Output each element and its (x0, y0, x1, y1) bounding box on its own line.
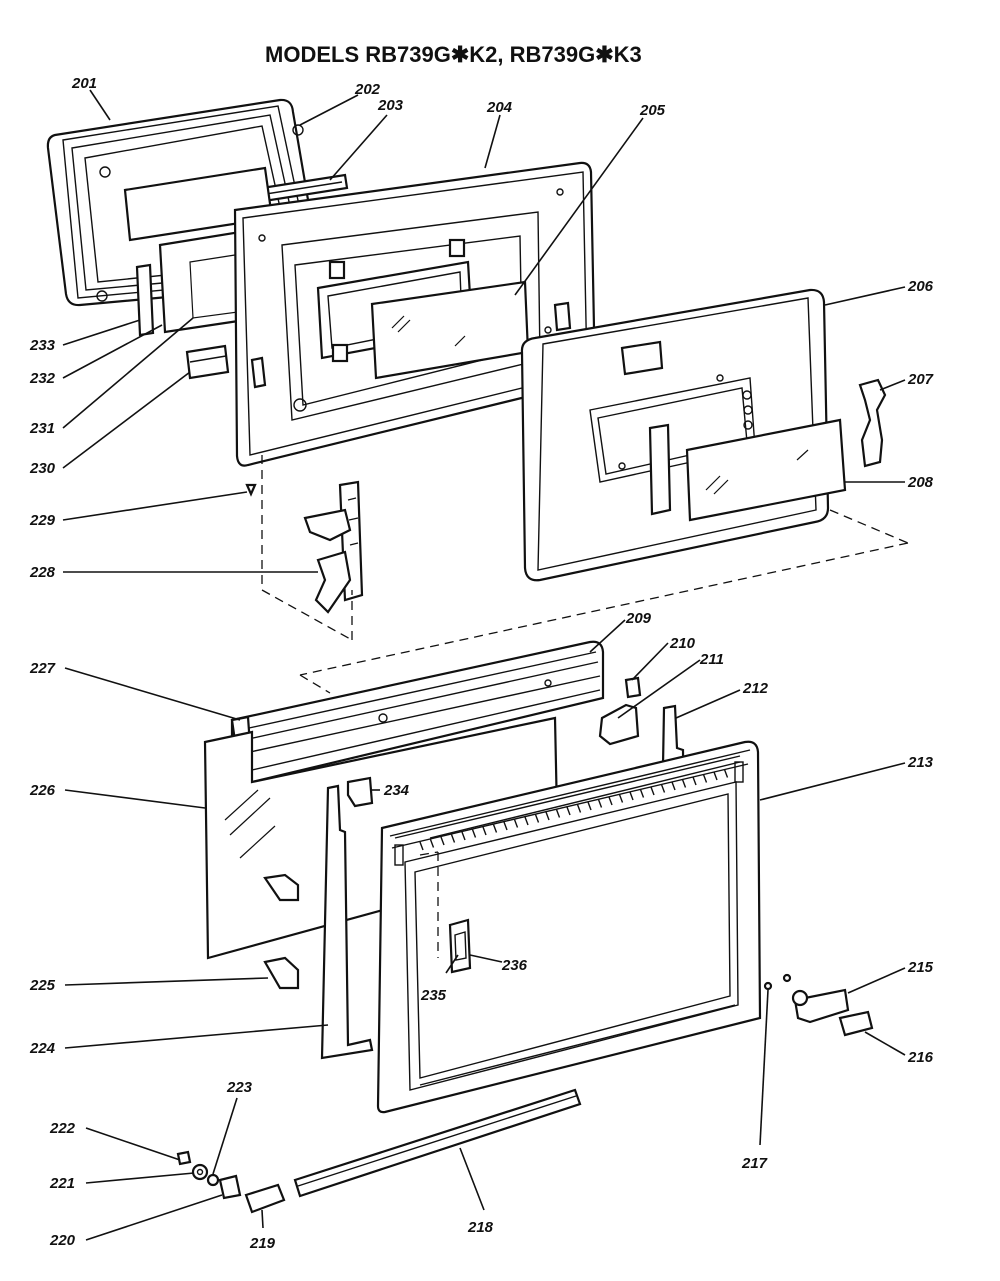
vent-slot (587, 801, 592, 811)
vent-slot (513, 819, 519, 828)
vent-slot (576, 804, 582, 813)
vent-slot (471, 829, 477, 838)
label-221: 221 (49, 1175, 75, 1192)
part-230-angle (185, 344, 230, 380)
label-232: 232 (29, 370, 56, 387)
label-212: 212 (742, 680, 769, 697)
vent-slot (671, 781, 676, 791)
part-224-side-channel (320, 784, 374, 1060)
vent-slot (461, 831, 466, 841)
label-209: 209 (625, 610, 652, 627)
label-207: 207 (907, 371, 934, 388)
vent-slot (618, 794, 624, 803)
part-208-glass (685, 418, 847, 522)
label-204: 204 (486, 99, 513, 116)
part-211-bracket (598, 703, 640, 746)
part-labels: 201 202 203 204 205 206 207 208 209 210 … (29, 75, 934, 1252)
diagram-title: MODELS RB739G✱K2, RB739G✱K3 (265, 42, 642, 67)
label-203: 203 (377, 97, 404, 114)
part-236-latch (448, 918, 472, 974)
guide-line-latch (419, 851, 439, 856)
part-234-clip (346, 776, 374, 808)
vent-slot (524, 816, 529, 826)
label-227: 227 (29, 660, 56, 677)
vent-slot (534, 814, 540, 823)
label-219: 219 (249, 1235, 276, 1252)
vent-slot (629, 791, 634, 801)
part-215-bracket (791, 988, 850, 1024)
label-226: 226 (29, 782, 56, 799)
label-218: 218 (467, 1219, 494, 1236)
label-211: 211 (699, 651, 724, 668)
vent-slot (482, 826, 487, 836)
part-223-nut (206, 1173, 220, 1187)
vent-slot (702, 774, 708, 783)
label-230: 230 (29, 460, 56, 477)
label-236: 236 (501, 957, 528, 974)
vent-slot (723, 769, 729, 778)
part-233-bracket (135, 263, 155, 337)
vent-slot (639, 789, 645, 798)
label-206: 206 (907, 278, 934, 295)
label-217: 217 (741, 1155, 768, 1172)
part-229-screw (245, 483, 257, 497)
label-222: 222 (49, 1120, 76, 1137)
vent-slot (566, 806, 571, 816)
part-222-screw (176, 1150, 192, 1166)
label-202: 202 (354, 81, 381, 98)
label-225: 225 (29, 977, 56, 994)
label-201: 201 (71, 75, 97, 92)
part-221-washer (191, 1163, 209, 1181)
label-210: 210 (669, 635, 696, 652)
label-205: 205 (639, 102, 666, 119)
vent-slot (597, 799, 603, 808)
vent-slot (545, 811, 550, 821)
vent-slot (713, 771, 718, 781)
label-216: 216 (907, 1049, 934, 1066)
leader-lines (62, 89, 906, 1241)
vent-slot (608, 796, 613, 806)
label-223: 223 (226, 1079, 253, 1096)
part-213-vent-slots (419, 769, 729, 851)
part-219-end-cap (244, 1183, 286, 1214)
vent-slot (681, 779, 687, 788)
vent-slot (660, 784, 666, 793)
label-235: 235 (420, 987, 447, 1004)
label-220: 220 (49, 1232, 76, 1249)
label-208: 208 (907, 474, 934, 491)
label-229: 229 (29, 512, 56, 529)
vent-slot (503, 821, 508, 831)
label-233: 233 (29, 337, 56, 354)
vent-slot (419, 841, 424, 851)
vent-slot (555, 809, 561, 818)
vent-slot (650, 786, 655, 796)
vent-slot (492, 824, 498, 833)
vent-slot (440, 836, 445, 846)
part-225-bracket (263, 956, 300, 990)
guide-lines-upper (261, 455, 909, 694)
vent-slot (692, 776, 697, 786)
part-228-hinge (303, 480, 364, 614)
label-228: 228 (29, 564, 56, 581)
part-209-top-channel (230, 640, 605, 784)
part-217-pin (763, 973, 792, 991)
part-213-outer-frame (376, 740, 762, 1114)
vent-slot (429, 839, 435, 848)
part-218-bottom-bar (293, 1088, 582, 1198)
vent-slot (450, 834, 456, 843)
label-234: 234 (383, 782, 410, 799)
label-224: 224 (29, 1040, 56, 1057)
part-207-clip (858, 378, 887, 468)
part-210-bushing (624, 676, 642, 699)
part-216-block (838, 1010, 874, 1037)
label-213: 213 (907, 754, 934, 771)
part-220-clip (218, 1174, 242, 1200)
label-231: 231 (29, 420, 55, 437)
label-215: 215 (907, 959, 934, 976)
